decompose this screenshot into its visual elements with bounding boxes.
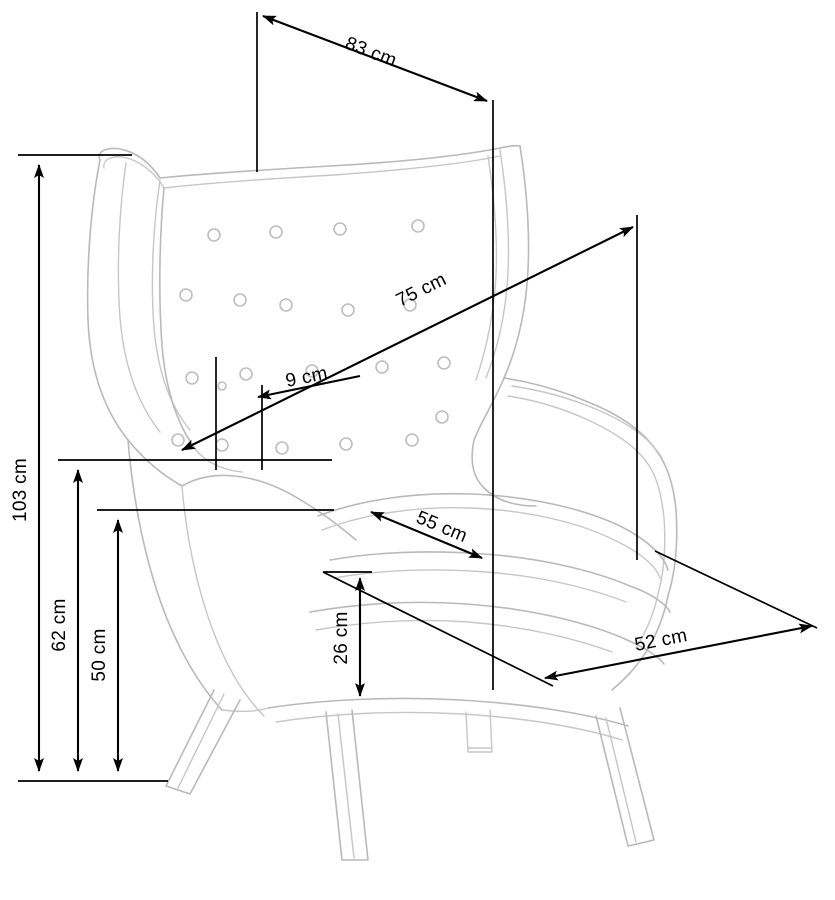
tuft-button xyxy=(279,298,293,312)
dimension-label-83: 83 cm xyxy=(342,33,399,72)
leg-back-left-edge xyxy=(177,693,225,789)
dimension-height-62: 62 cm xyxy=(49,459,332,772)
dimension-label-26: 26 cm xyxy=(331,611,352,664)
dimension-height-103: 103 cm xyxy=(10,154,168,782)
dimension-arrow-55 xyxy=(370,511,483,559)
seat-cushion-top-2 xyxy=(321,507,661,579)
left-wing-outer xyxy=(86,159,183,487)
right-armrest-top-roll xyxy=(511,385,663,459)
tuft-button xyxy=(171,433,185,447)
dimension-arrow-9 xyxy=(257,374,361,400)
tuft-button xyxy=(239,367,253,381)
tuft-button xyxy=(437,356,451,370)
backrest-left-edge xyxy=(159,187,197,451)
tuft-button xyxy=(333,222,347,236)
left-armrest-top xyxy=(181,474,357,541)
base-left-rail xyxy=(221,707,269,713)
dimension-label-75: 75 cm xyxy=(393,269,450,311)
backrest-top-edge-inner xyxy=(103,155,501,189)
dimension-seat-depth-55: 55 cm xyxy=(370,507,483,559)
seat-cushion-top xyxy=(317,492,669,571)
tuft-button xyxy=(207,228,221,242)
backrest-top-edge xyxy=(98,144,521,179)
tuft-button xyxy=(215,438,229,452)
left-wing-inner-roll-2 xyxy=(151,179,191,431)
tuft-button xyxy=(269,225,283,239)
tuft-button xyxy=(341,303,355,317)
dimension-offset-9: 9 cm xyxy=(257,363,361,470)
left-side-panel-outer xyxy=(127,439,223,711)
backrest-bottom-right xyxy=(471,439,537,507)
tuft-button xyxy=(275,441,289,455)
tuft-button xyxy=(185,371,199,385)
leg-front-left-edge xyxy=(337,713,355,859)
right-wing-inner-1 xyxy=(485,149,510,379)
leg-back-right xyxy=(465,709,493,753)
tuft-button xyxy=(217,381,227,391)
dimension-width-top: 83 cm xyxy=(256,12,494,690)
dimension-label-50: 50 cm xyxy=(89,628,110,681)
guide-line-lower xyxy=(322,571,554,687)
left-armrest-top-inner xyxy=(195,449,243,473)
tuft-button xyxy=(233,293,247,307)
leg-back-left xyxy=(165,689,241,795)
leg-front-left xyxy=(325,709,369,861)
leg-front-right xyxy=(595,707,655,847)
dimension-arrow-75 xyxy=(181,226,634,451)
seat-front-skirt xyxy=(309,601,665,665)
seat-cushion-front-piping-2 xyxy=(333,569,627,603)
left-side-panel-inner xyxy=(181,485,265,717)
tuft-button xyxy=(339,437,353,451)
dimension-height-50: 50 cm xyxy=(89,509,334,772)
right-armrest-inner xyxy=(507,395,666,595)
dimension-arrow-52 xyxy=(544,623,813,681)
armchair-illustration xyxy=(86,144,678,861)
dimension-label-62: 62 cm xyxy=(49,598,70,651)
left-wing-inner-roll xyxy=(117,162,161,433)
tuft-button xyxy=(179,288,193,302)
dimension-label-9: 9 cm xyxy=(284,363,330,392)
tuft-button xyxy=(435,410,449,424)
guide-line-upper xyxy=(654,550,818,629)
dimension-arrow-83 xyxy=(262,15,488,102)
dimension-seat-height-26: 26 cm xyxy=(323,571,372,697)
tuft-button xyxy=(411,219,425,233)
base-front-rail xyxy=(267,697,629,727)
tuft-button xyxy=(405,433,419,447)
tuft-button xyxy=(375,360,389,374)
leg-front-right-edge xyxy=(605,717,637,843)
dimension-label-103: 103 cm xyxy=(10,458,31,522)
